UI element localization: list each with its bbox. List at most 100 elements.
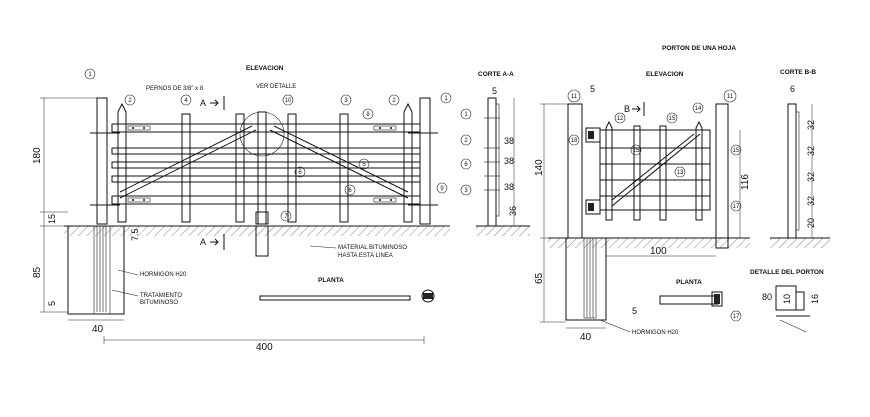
left-plan-title: PLANTA (318, 277, 344, 284)
svg-text:6: 6 (298, 170, 302, 176)
bubble: 1 (460, 108, 472, 120)
svg-text:9: 9 (440, 186, 444, 192)
treatment-note: TRATAMIENTO (140, 293, 182, 299)
svg-text:8: 8 (366, 112, 370, 118)
svg-text:6: 6 (348, 188, 352, 194)
svg-text:11: 11 (571, 94, 578, 100)
svg-text:1: 1 (444, 96, 448, 102)
svg-text:17: 17 (733, 314, 740, 320)
svg-text:4: 4 (184, 98, 188, 104)
detail-title: DETALLE DEL PORTON (750, 269, 824, 276)
svg-text:18: 18 (571, 138, 578, 144)
right-dim-100: 100 (650, 246, 667, 257)
bubble: 3 (460, 184, 472, 196)
section-mark-a-bottom: A (200, 237, 206, 247)
bubble: 11 (723, 89, 737, 103)
bubble: 3 (340, 94, 352, 106)
sec-a-dim-38b: 38 (504, 156, 514, 166)
svg-text:7: 7 (284, 214, 288, 220)
svg-text:15: 15 (733, 148, 740, 154)
bubble: 7 (280, 210, 292, 222)
sec-a-dim-38a: 38 (504, 136, 514, 146)
svg-text:1: 1 (88, 72, 92, 78)
detail-dim-16: 16 (810, 294, 820, 304)
right-dim-5: 5 (632, 306, 637, 316)
detail-note: VER DETALLE (256, 84, 296, 90)
dim-180: 180 (32, 147, 43, 164)
dim-40-left: 40 (92, 324, 104, 335)
treatment-note-2: BITUMINOSO (140, 300, 178, 306)
bolt-note: PERNOS DE 3/8" x 8 (146, 86, 204, 92)
bubble: 2 (124, 94, 136, 106)
section-a-title: CORTE A-A (478, 71, 514, 78)
dim-15: 15 (47, 214, 57, 224)
bubble: 18 (568, 134, 580, 146)
right-elevation: ELEVACION B (534, 71, 751, 343)
bubble: 13 (674, 166, 686, 178)
section-b-b: CORTE B-B 6 32 32 32 32 20 (770, 69, 830, 248)
bubble: 12 (614, 112, 626, 124)
svg-text:5: 5 (362, 162, 366, 168)
svg-text:2: 2 (128, 98, 132, 104)
left-elevation-title: ELEVACION (246, 65, 284, 72)
bubble: 15 (730, 144, 742, 156)
section-a-a: CORTE A-A 5 38 38 38 36 (476, 71, 530, 236)
bubble: 11 (567, 89, 581, 103)
svg-text:12: 12 (617, 116, 624, 122)
dim-5-left: 5 (47, 301, 57, 306)
svg-text:2: 2 (392, 98, 396, 104)
svg-text:15: 15 (669, 116, 676, 122)
sec-b-dim-6: 6 (790, 84, 795, 94)
sec-b-dim-20: 20 (806, 218, 816, 228)
main-title: PORTON DE UNA HOJA (662, 45, 736, 52)
bubble: 17 (730, 310, 742, 322)
svg-text:2: 2 (464, 138, 468, 144)
section-mark-b: B (624, 104, 630, 114)
svg-text:14: 14 (695, 106, 702, 112)
svg-text:13: 13 (677, 170, 684, 176)
sec-b-dim-32b: 32 (806, 146, 816, 156)
bubble: 2 (388, 94, 400, 106)
bubble: 2 (460, 134, 472, 146)
sec-a-dim-top: 5 (492, 86, 497, 96)
right-plan-title: PLANTA (676, 279, 702, 286)
bubble: 1 (440, 92, 452, 104)
sec-b-dim-32d: 32 (806, 196, 816, 206)
left-elevation: ELEVACION PERNOS DE 3/8" x 8 VER DETALLE (32, 65, 450, 353)
concrete-note-right: HORMIGON H20 (632, 330, 679, 336)
bubble: 1 (84, 68, 96, 80)
svg-text:11: 11 (727, 94, 734, 100)
bubble: 17 (730, 200, 742, 212)
right-dim-40: 40 (580, 332, 592, 343)
callout-bubbles: 1 2 4 10 3 2 1 8 6 5 6 9 7 1 2 6 3 11 12… (84, 68, 742, 322)
section-b-title: CORTE B-B (780, 69, 816, 76)
sec-b-dim-32c: 32 (806, 172, 816, 182)
right-dim-116: 116 (740, 174, 751, 190)
bubble: 14 (692, 102, 704, 114)
detail-dim-10: 10 (782, 294, 792, 304)
section-mark-a-top: A (200, 98, 206, 108)
svg-text:17: 17 (733, 204, 740, 210)
right-dim-top5: 5 (590, 84, 595, 94)
bubble: 6 (294, 166, 306, 178)
bubble: 15 (630, 144, 642, 156)
bubble: 10 (282, 94, 294, 106)
bubble: 8 (362, 108, 374, 120)
sec-a-dim-36: 36 (508, 206, 518, 216)
dim-400: 400 (256, 342, 273, 353)
sec-a-dim-38c: 38 (504, 182, 514, 192)
right-elevation-title: ELEVACION (646, 71, 684, 78)
right-dim-65: 65 (534, 272, 545, 284)
bubble: 5 (358, 158, 370, 170)
gate-detail: DETALLE DEL PORTON 80 10 16 (750, 269, 824, 333)
detail-dim-80: 80 (762, 292, 772, 302)
concrete-note-left: HORMIGON H20 (140, 272, 187, 278)
bitumen-note: MATERIAL BITUMINOSO (338, 245, 407, 251)
svg-text:3: 3 (464, 188, 468, 194)
bubble: 6 (460, 158, 472, 170)
sec-b-dim-32a: 32 (806, 120, 816, 130)
svg-text:15: 15 (633, 148, 640, 154)
dim-7-5: 7.5 (130, 228, 140, 241)
bubble: 6 (344, 184, 356, 196)
bubble: 15 (666, 112, 678, 124)
